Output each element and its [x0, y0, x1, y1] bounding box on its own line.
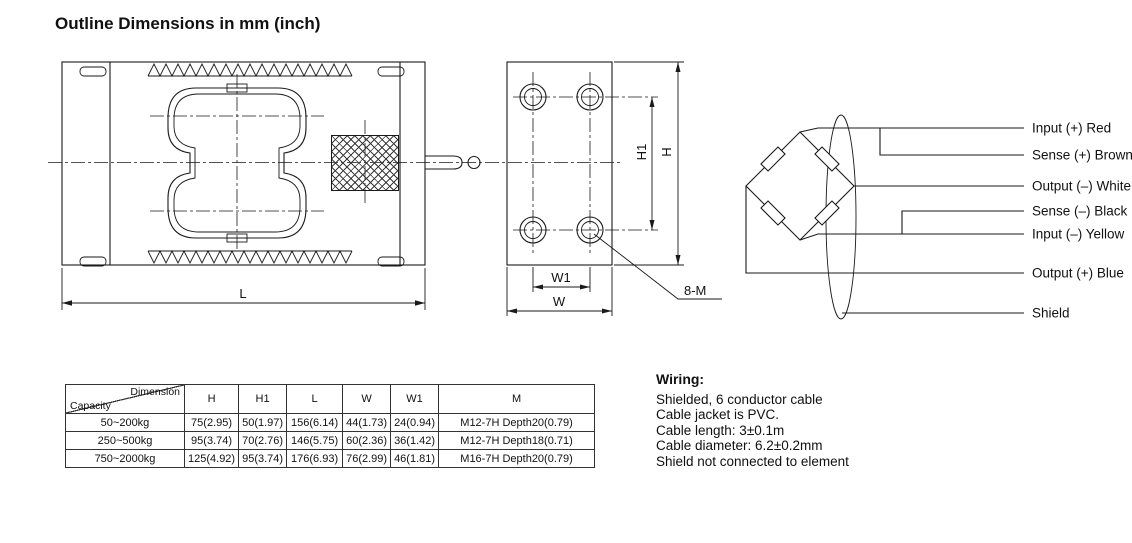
table-cell: M12-7H Depth18(0.71)	[438, 431, 596, 450]
column-header-L: L	[286, 384, 344, 414]
end-view: H1 H W1 W 8-M	[506, 61, 722, 316]
table-cell: 156(6.14)	[286, 413, 344, 432]
table-cell: M16-7H Depth20(0.79)	[438, 449, 596, 468]
table-cell: 46(1.81)	[390, 449, 440, 468]
arrowhead	[602, 308, 612, 314]
cutout-inner	[173, 93, 301, 233]
table-cell: 60(2.36)	[342, 431, 392, 450]
wire-output-plus	[745, 186, 1024, 274]
corner-slot	[79, 66, 107, 77]
table-cell: 146(5.75)	[286, 431, 344, 450]
table-cell: 36(1.42)	[390, 431, 440, 450]
arrowhead	[62, 300, 72, 306]
wiring-notes-heading: Wiring:	[656, 371, 705, 387]
table-cell: 24(0.94)	[390, 413, 440, 432]
dim-label-W1: W1	[551, 270, 571, 285]
table-cell: 176(6.93)	[286, 449, 344, 468]
strain-gauge-resistor	[814, 146, 840, 172]
capacity-cell: 250~500kg	[65, 431, 185, 450]
wire-sense-plus	[879, 128, 1024, 156]
corner-slot	[377, 66, 405, 77]
dim-label-L: L	[239, 286, 246, 301]
table-cell: M12-7H Depth20(0.79)	[438, 413, 596, 432]
wire-input-minus	[799, 233, 1024, 241]
wiring-diagram: Input (+) Red Sense (+) Brown Output (–)…	[745, 114, 1132, 321]
thread-leader-line	[593, 233, 722, 300]
dimension-table: Dimension Capacity H H1 L W W1 M 50~200k…	[65, 384, 596, 468]
table-row: 50~200kg 75(2.95) 50(1.97) 156(6.14) 44(…	[65, 413, 596, 432]
hole-centerlines	[513, 72, 658, 255]
table-cell: 75(2.95)	[183, 413, 240, 432]
column-header-H: H	[183, 384, 240, 414]
arrowhead	[580, 284, 590, 290]
wiring-notes: Wiring: Shielded, 6 conductor cable Cabl…	[656, 371, 849, 469]
dim-W-lines	[506, 267, 613, 316]
column-header-H1: H1	[238, 384, 288, 414]
arrowhead	[649, 220, 655, 230]
wiring-note-line: Shielded, 6 conductor cable	[656, 391, 823, 407]
wiring-note-line: Cable jacket is PVC.	[656, 407, 780, 422]
bridge-diamond	[745, 131, 855, 241]
wiring-note-line: Shield not connected to element	[656, 453, 849, 469]
wire-label-output-plus: Output (+) Blue	[1032, 266, 1124, 281]
dim-H-lines	[614, 61, 684, 266]
table-cell: 44(1.73)	[342, 413, 392, 432]
wire-label-sense-plus: Sense (+) Brown	[1032, 148, 1132, 163]
table-row: 250~500kg 95(3.74) 70(2.76) 146(5.75) 60…	[65, 431, 596, 450]
corner-slot	[377, 256, 405, 267]
thread-callout-label: 8-M	[684, 283, 706, 298]
table-cell: 95(3.74)	[183, 431, 240, 450]
dim-label-H1: H1	[634, 144, 649, 161]
column-header-M: M	[438, 384, 596, 414]
arrowhead	[533, 284, 543, 290]
dim-label-W: W	[553, 294, 566, 309]
arrowhead	[675, 62, 681, 72]
capacity-cell: 50~200kg	[65, 413, 185, 432]
table-cell: 76(2.99)	[342, 449, 392, 468]
cutout-outer	[167, 87, 307, 239]
body-outline	[61, 61, 426, 266]
serration-bottom	[147, 249, 353, 265]
table-cell: 70(2.76)	[238, 431, 288, 450]
column-header-W: W	[342, 384, 392, 414]
dim-label-H: H	[659, 147, 674, 156]
arrowhead	[675, 255, 681, 265]
corner-capacity-label: Capacity	[70, 400, 111, 412]
table-row: 750~2000kg 125(4.92) 95(3.74) 176(6.93) …	[65, 449, 596, 468]
wiring-note-line: Cable diameter: 6.2±0.2mm	[656, 438, 823, 453]
table-cell: 50(1.97)	[238, 413, 288, 432]
corner-slot	[79, 256, 107, 267]
wiring-note-line: Cable length: 3±0.1m	[656, 422, 785, 438]
capacity-cell: 750~2000kg	[65, 449, 185, 468]
corner-dimension-label: Dimension	[130, 386, 180, 398]
wire-input-plus	[799, 127, 1024, 133]
strain-gauge-hatch-area	[331, 135, 399, 191]
wire-label-shield: Shield	[1032, 306, 1070, 321]
strain-gauge-resistor	[814, 200, 840, 226]
arrowhead	[649, 97, 655, 107]
strain-gauge-resistor	[760, 200, 786, 226]
wire-label-sense-minus: Sense (–) Black	[1032, 204, 1128, 219]
wire-label-output-minus: Output (–) White	[1032, 179, 1131, 194]
page-title: Outline Dimensions in mm (inch)	[55, 14, 321, 33]
table-cell: 95(3.74)	[238, 449, 288, 468]
end-view-outline	[506, 61, 613, 266]
strain-gauge-resistor	[760, 146, 786, 172]
serration-top	[147, 62, 353, 78]
table-header-row: Dimension Capacity H H1 L W W1 M	[65, 384, 596, 414]
table-corner-cell: Dimension Capacity	[65, 384, 185, 414]
table-cell: 125(4.92)	[183, 449, 240, 468]
arrowhead	[415, 300, 425, 306]
column-header-W1: W1	[390, 384, 440, 414]
arrowhead	[507, 308, 517, 314]
wire-sense-minus	[901, 210, 1024, 234]
wire-label-input-plus: Input (+) Red	[1032, 121, 1111, 136]
wire-label-input-minus: Input (–) Yellow	[1032, 227, 1125, 242]
